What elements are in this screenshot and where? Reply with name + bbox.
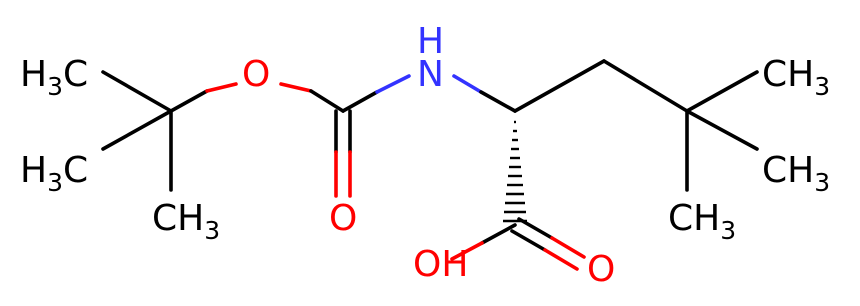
bond-carboxyl-c-oh-b: [450, 241, 484, 261]
bond-ch3-tbu-2: [101, 109, 173, 151]
bond-tbu-ester-o-c: [169, 89, 209, 113]
bond-carboxyl-c-o-1b: [550, 236, 586, 259]
bond-tbu-ester-o-o: [205, 82, 238, 93]
acid-carbonyl-oxygen-label: O: [587, 249, 615, 290]
ch3-label-mid-left: H3C: [20, 150, 88, 197]
bond-ester-o-carbonyl-o: [279, 82, 313, 93]
bond-n-calpha: [452, 74, 483, 94]
nitrogen-label: N: [417, 54, 444, 95]
bond-carboxyl-c-o-2: [510, 229, 547, 252]
bond-calpha-cbeta: [513, 59, 606, 113]
bond-carboxyl-c-oh: [480, 223, 517, 245]
hydroxyl-label: OH: [413, 244, 468, 285]
ch3-label-bottom-right: CH3: [668, 198, 736, 245]
ch3-label-bottom-left: CH3: [152, 198, 220, 245]
bond-quaternary-ch3-top: [685, 70, 759, 113]
bond-ch3-tbu-1: [101, 70, 173, 113]
bond-cbeta-quaternary: [602, 59, 689, 113]
bond-carbonyl-c-n: [341, 90, 379, 113]
ester-oxygen-label: O: [242, 54, 270, 95]
bond-carboxyl-c-o-1: [517, 217, 554, 240]
ch3-label-mid-right: CH3: [762, 150, 830, 197]
amine-hydrogen-label: H: [417, 21, 444, 62]
hashed-wedge-bond: [503, 120, 527, 223]
bond-carboxyl-c-o-2b: [543, 248, 579, 271]
bond-n-calpha-b: [479, 90, 517, 113]
ch3-label-top-right: CH3: [762, 54, 830, 101]
bond-carbonyl-c-n-b: [375, 74, 411, 94]
ch3-label-top-left: H3C: [20, 54, 88, 101]
carbonyl-oxygen-label: O: [329, 198, 357, 239]
bond-quaternary-ch3-mid: [685, 109, 759, 151]
bond-ester-o-carbonyl-c: [309, 89, 345, 113]
